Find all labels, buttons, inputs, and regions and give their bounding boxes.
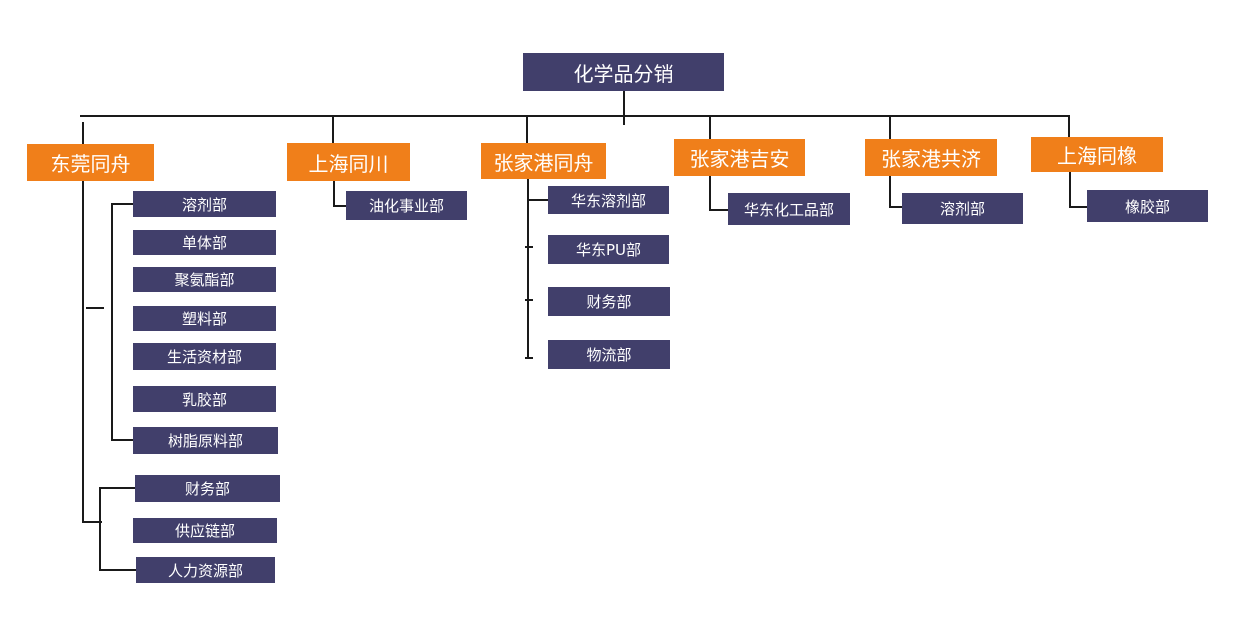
company-3-arm-2 <box>525 246 533 248</box>
company-node: 上海同川 <box>287 143 410 181</box>
company-1-trunk-line <box>82 181 84 523</box>
department-node: 财务部 <box>135 475 280 502</box>
company-1-group2-bracket <box>99 487 101 571</box>
company-node: 东莞同舟 <box>27 144 154 181</box>
drop-line-company-4 <box>709 117 711 139</box>
department-node: 溶剂部 <box>133 191 276 217</box>
department-node: 物流部 <box>548 340 670 369</box>
department-node: 人力资源部 <box>136 557 275 583</box>
department-node: 华东PU部 <box>548 235 669 264</box>
company-2-arm-line <box>333 205 346 207</box>
department-node: 华东化工品部 <box>728 193 850 225</box>
root-node: 化学品分销 <box>523 53 724 91</box>
department-node: 油化事业部 <box>346 191 467 220</box>
company-node: 张家港同舟 <box>481 143 606 179</box>
company-2-stem-line <box>333 181 335 207</box>
company-5-arm-line <box>889 206 902 208</box>
drop-line-company-2 <box>332 117 334 143</box>
company-1-group2-top-arm <box>99 487 135 489</box>
company-1-group1-tick <box>86 307 104 309</box>
company-1-group1-top-arm <box>111 203 133 205</box>
company-node: 张家港共济 <box>865 139 997 176</box>
department-node: 财务部 <box>548 287 670 316</box>
department-node: 树脂原料部 <box>133 427 278 454</box>
company-3-arm-1 <box>527 199 548 201</box>
company-4-stem-line <box>709 176 711 210</box>
company-node: 张家港吉安 <box>674 139 805 176</box>
company-6-stem-line <box>1069 172 1071 208</box>
company-1-group2-tick <box>82 521 102 523</box>
department-node: 乳胶部 <box>133 386 276 412</box>
company-1-group2-bottom-arm <box>99 569 136 571</box>
root-stem-line <box>623 91 625 125</box>
department-node: 塑料部 <box>133 306 276 331</box>
department-node: 单体部 <box>133 230 276 255</box>
department-node: 橡胶部 <box>1087 190 1208 222</box>
department-node: 供应链部 <box>133 518 277 543</box>
department-node: 生活资材部 <box>133 343 276 370</box>
company-1-group1-bracket <box>111 204 113 440</box>
department-node: 华东溶剂部 <box>548 186 669 214</box>
company-5-stem-line <box>889 176 891 207</box>
department-node: 聚氨酯部 <box>133 267 276 292</box>
company-1-group1-bottom-arm <box>111 439 133 441</box>
drop-line-company-5 <box>889 117 891 139</box>
company-node: 上海同橡 <box>1031 137 1163 172</box>
company-6-arm-line <box>1069 206 1087 208</box>
drop-line-company-1 <box>82 122 84 144</box>
drop-line-company-3 <box>526 117 528 143</box>
company-3-arm-4 <box>525 357 533 359</box>
company-3-arm-3 <box>525 299 533 301</box>
drop-line-company-6 <box>1068 117 1070 137</box>
company-4-arm-line <box>709 209 728 211</box>
company-3-trunk-line <box>527 179 529 359</box>
department-node: 溶剂部 <box>902 193 1023 224</box>
top-bus-line <box>80 115 1070 117</box>
